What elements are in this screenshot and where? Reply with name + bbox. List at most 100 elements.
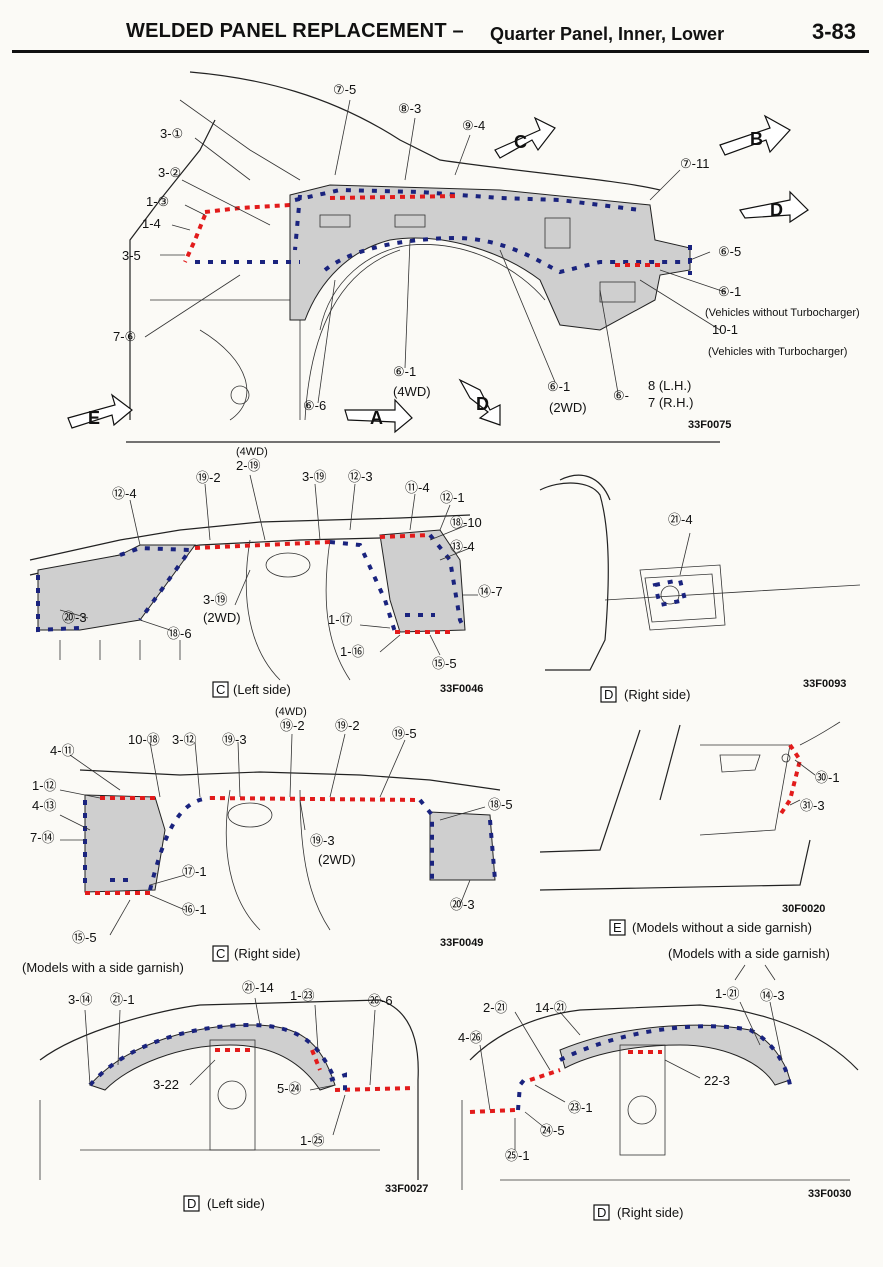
view-arrow-e: E (67, 393, 133, 429)
label-1-21-right: 1-㉑ (715, 986, 740, 1001)
label-21-1-left: ㉑-1 (110, 992, 135, 1007)
label-4-26: 4-㉖ (458, 1030, 483, 1045)
label-2-19: 2-⑲ (236, 458, 261, 473)
caption-box-d-right-lower (593, 1204, 610, 1221)
svg-text:E: E (613, 920, 622, 935)
figure6-code: 33F0027 (385, 1183, 428, 1195)
caption-e: (Models without a side garnish) (632, 920, 812, 935)
label-1-4: 1-4 (142, 216, 161, 231)
label-1-25: 1-㉕ (300, 1133, 325, 1148)
figure-view-d-right-lower: (Models with a side garnish) 2-㉑ 14-㉑ 1-… (458, 946, 859, 1221)
figure3-code: 33F0093 (803, 678, 846, 690)
figure5-code: 30F0020 (782, 903, 825, 915)
svg-text:D: D (770, 200, 783, 220)
label-9-4: ⑨-4 (462, 118, 485, 133)
label-19-2-a: ⑲-2 (280, 718, 305, 733)
figure-view-c-left: (4WD) 2-⑲ ⑲-2 3-⑲ ⑫-3 ⑪-4 ⑫-4 ⑫-1 ⑱-10 ⑬… (29, 446, 503, 698)
label-7-5: ⑦-5 (333, 82, 356, 97)
label-13-4: ⑬-4 (450, 539, 475, 554)
note-2wd-c-right: (2WD) (318, 852, 356, 867)
label-2-21: 2-㉑ (483, 1000, 508, 1015)
view-arrow-d-top: D (739, 190, 809, 224)
label-24-5: ㉔-5 (540, 1123, 565, 1138)
label-31-3: ㉛-3 (800, 798, 825, 813)
figure-view-e: ㉚-1 ㉛-3 30F0020 E (Models without a side… (539, 721, 841, 936)
label-4-11: 4-⑪ (50, 743, 75, 758)
label-19-3-2wd: ⑲-3 (310, 833, 335, 848)
caption-box-c-right (212, 945, 229, 962)
label-3-5: 3-5 (122, 248, 141, 263)
view-arrow-c: C (494, 116, 556, 159)
label-19-3-top: ⑲-3 (222, 732, 247, 747)
page-subtitle: Quarter Panel, Inner, Lower (490, 24, 725, 44)
figure7-code: 33F0030 (808, 1188, 851, 1200)
label-8-3: ⑧-3 (398, 101, 421, 116)
figure4-code: 33F0049 (440, 937, 483, 949)
label-12-1: ⑫-1 (440, 490, 465, 505)
label-23-1: ㉓-1 (568, 1100, 593, 1115)
note-rh: 7 (R.H.) (648, 395, 694, 410)
label-1-17: 1-⑰ (328, 612, 353, 627)
label-26-6: ㉖-6 (368, 993, 393, 1008)
label-6-1-4wd: ⑥-1 (393, 364, 416, 379)
figure-quarter-panel-overview: C B D E A D (67, 71, 860, 443)
caption-d-left: (Left side) (207, 1196, 265, 1211)
caption-box-d-right-top (600, 686, 617, 703)
label-10-1: 10-1 (712, 322, 738, 337)
label-6-prefix: ⑥- (613, 388, 629, 403)
label-14-7: ⑭-7 (478, 584, 503, 599)
label-3-22: 3-22 (153, 1077, 179, 1092)
label-3-2: 3-② (158, 165, 181, 180)
label-1-12: 1-⑫ (32, 778, 57, 793)
page-title: WELDED PANEL REPLACEMENT – (126, 20, 464, 42)
figure1-code: 33F0075 (688, 419, 731, 431)
label-3-19-2wd: 3-⑲ (203, 592, 228, 607)
note-4wd: (4WD) (393, 384, 431, 399)
label-18-10: ⑱-10 (450, 515, 482, 530)
svg-text:C: C (216, 946, 225, 961)
label-1-16: 1-⑯ (340, 644, 365, 659)
label-19-2: ⑲-2 (196, 470, 221, 485)
svg-text:D: D (597, 1205, 606, 1220)
note-side-garnish-right: (Models with a side garnish) (668, 946, 830, 961)
label-14-21: 14-㉑ (535, 1000, 567, 1015)
label-3-19-top: 3-⑲ (302, 469, 327, 484)
svg-text:D: D (476, 394, 489, 414)
caption-c-right: (Right side) (234, 946, 300, 961)
note-4wd-c-left: (4WD) (236, 446, 268, 458)
label-11-4: ⑪-4 (405, 480, 430, 495)
note-without-turbo: (Vehicles without Turbocharger) (705, 307, 860, 319)
label-7-14: 7-⑭ (30, 830, 55, 845)
header-rule (12, 50, 869, 53)
page-number: 3-83 (812, 19, 857, 44)
note-4wd-c-right: (4WD) (275, 706, 307, 718)
label-20-3-right: ⑳-3 (450, 897, 475, 912)
caption-box-c-left (212, 681, 229, 698)
page-header: WELDED PANEL REPLACEMENT – Quarter Panel… (0, 0, 883, 58)
label-30-1: ㉚-1 (815, 770, 840, 785)
label-6-1-2wd: ⑥-1 (547, 379, 570, 394)
note-2wd-c-left: (2WD) (203, 610, 241, 625)
label-1-3: 1-③ (146, 194, 169, 209)
label-19-2-b: ⑲-2 (335, 718, 360, 733)
label-6-1-no-turbo: ⑥-1 (718, 284, 741, 299)
label-20-3-left: ⑳-3 (62, 610, 87, 625)
svg-text:E: E (88, 408, 100, 428)
label-6-6: ⑥-6 (303, 398, 326, 413)
label-16-1: ⑯-1 (182, 902, 207, 917)
label-12-4: ⑫-4 (112, 486, 137, 501)
label-15-5-left: ⑮-5 (432, 656, 457, 671)
label-3-12: 3-⑫ (172, 732, 197, 747)
caption-d-right-lower: (Right side) (617, 1205, 683, 1220)
caption-d-right-top: (Right side) (624, 687, 690, 702)
label-18-6: ⑱-6 (167, 626, 192, 641)
note-lh: 8 (L.H.) (648, 378, 691, 393)
label-3-1: 3-① (160, 126, 183, 141)
label-7-11: ⑦-11 (680, 156, 709, 171)
label-6-5: ⑥-5 (718, 244, 741, 259)
label-14-3: ⑭-3 (760, 988, 785, 1003)
label-3-14: 3-⑭ (68, 992, 93, 1007)
label-17-1: ⑰-1 (182, 864, 207, 879)
caption-box-e (609, 919, 626, 936)
